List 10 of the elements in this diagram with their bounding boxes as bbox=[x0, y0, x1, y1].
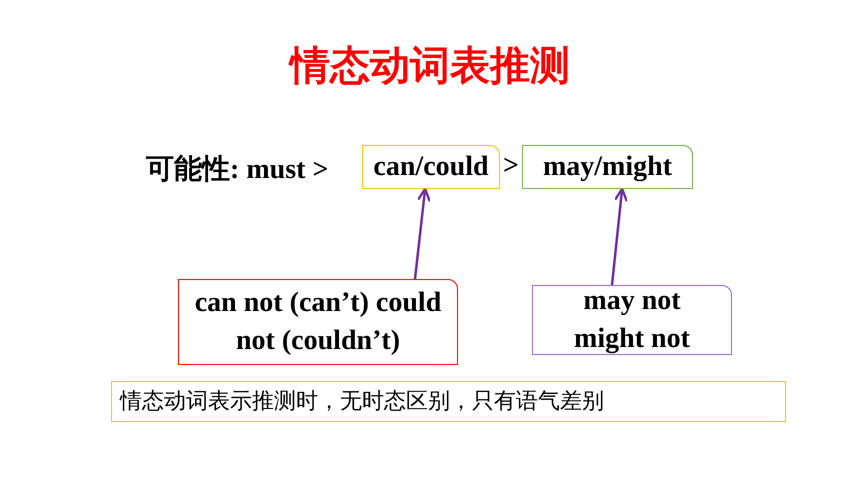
negative-form-box: can not (can’t) could not (couldn’t) bbox=[178, 279, 458, 365]
note-box: 情态动词表示推测时，无时态区别，只有语气差别 bbox=[111, 381, 786, 422]
negative-form-box: may not might not bbox=[532, 285, 732, 355]
word-box: may/might bbox=[522, 145, 693, 189]
arrow bbox=[414, 188, 431, 280]
title: 情态动词表推测 bbox=[287, 42, 571, 91]
word-box: can/could bbox=[362, 145, 500, 189]
label-text: 可能性: must > bbox=[146, 153, 330, 187]
arrow bbox=[610, 188, 628, 286]
label-text: > bbox=[502, 150, 520, 182]
